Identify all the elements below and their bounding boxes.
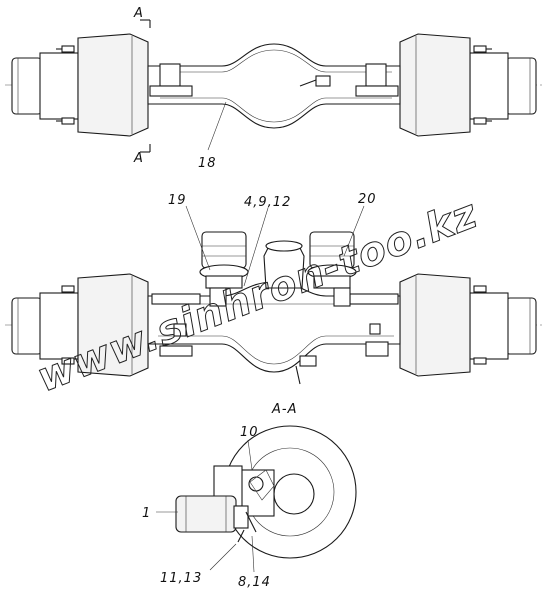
callout-11-13: 11,13 — [160, 571, 202, 586]
section-title: A-A — [271, 402, 297, 417]
axle-top-view — [5, 19, 545, 153]
axle-assembled-view — [5, 205, 545, 385]
callout-4-9-12: 4,9,12 — [244, 195, 291, 210]
callout-19: 19 — [168, 193, 187, 208]
callout-8-14: 8,14 — [238, 575, 271, 590]
callout-20: 20 — [358, 192, 377, 207]
callout-1: 1 — [142, 506, 151, 521]
section-mark-bottom: A — [133, 151, 144, 166]
section-mark-top: A — [133, 6, 144, 21]
callout-10: 10 — [240, 425, 259, 440]
callout-18: 18 — [198, 156, 217, 171]
section-a-a-view — [156, 425, 357, 573]
